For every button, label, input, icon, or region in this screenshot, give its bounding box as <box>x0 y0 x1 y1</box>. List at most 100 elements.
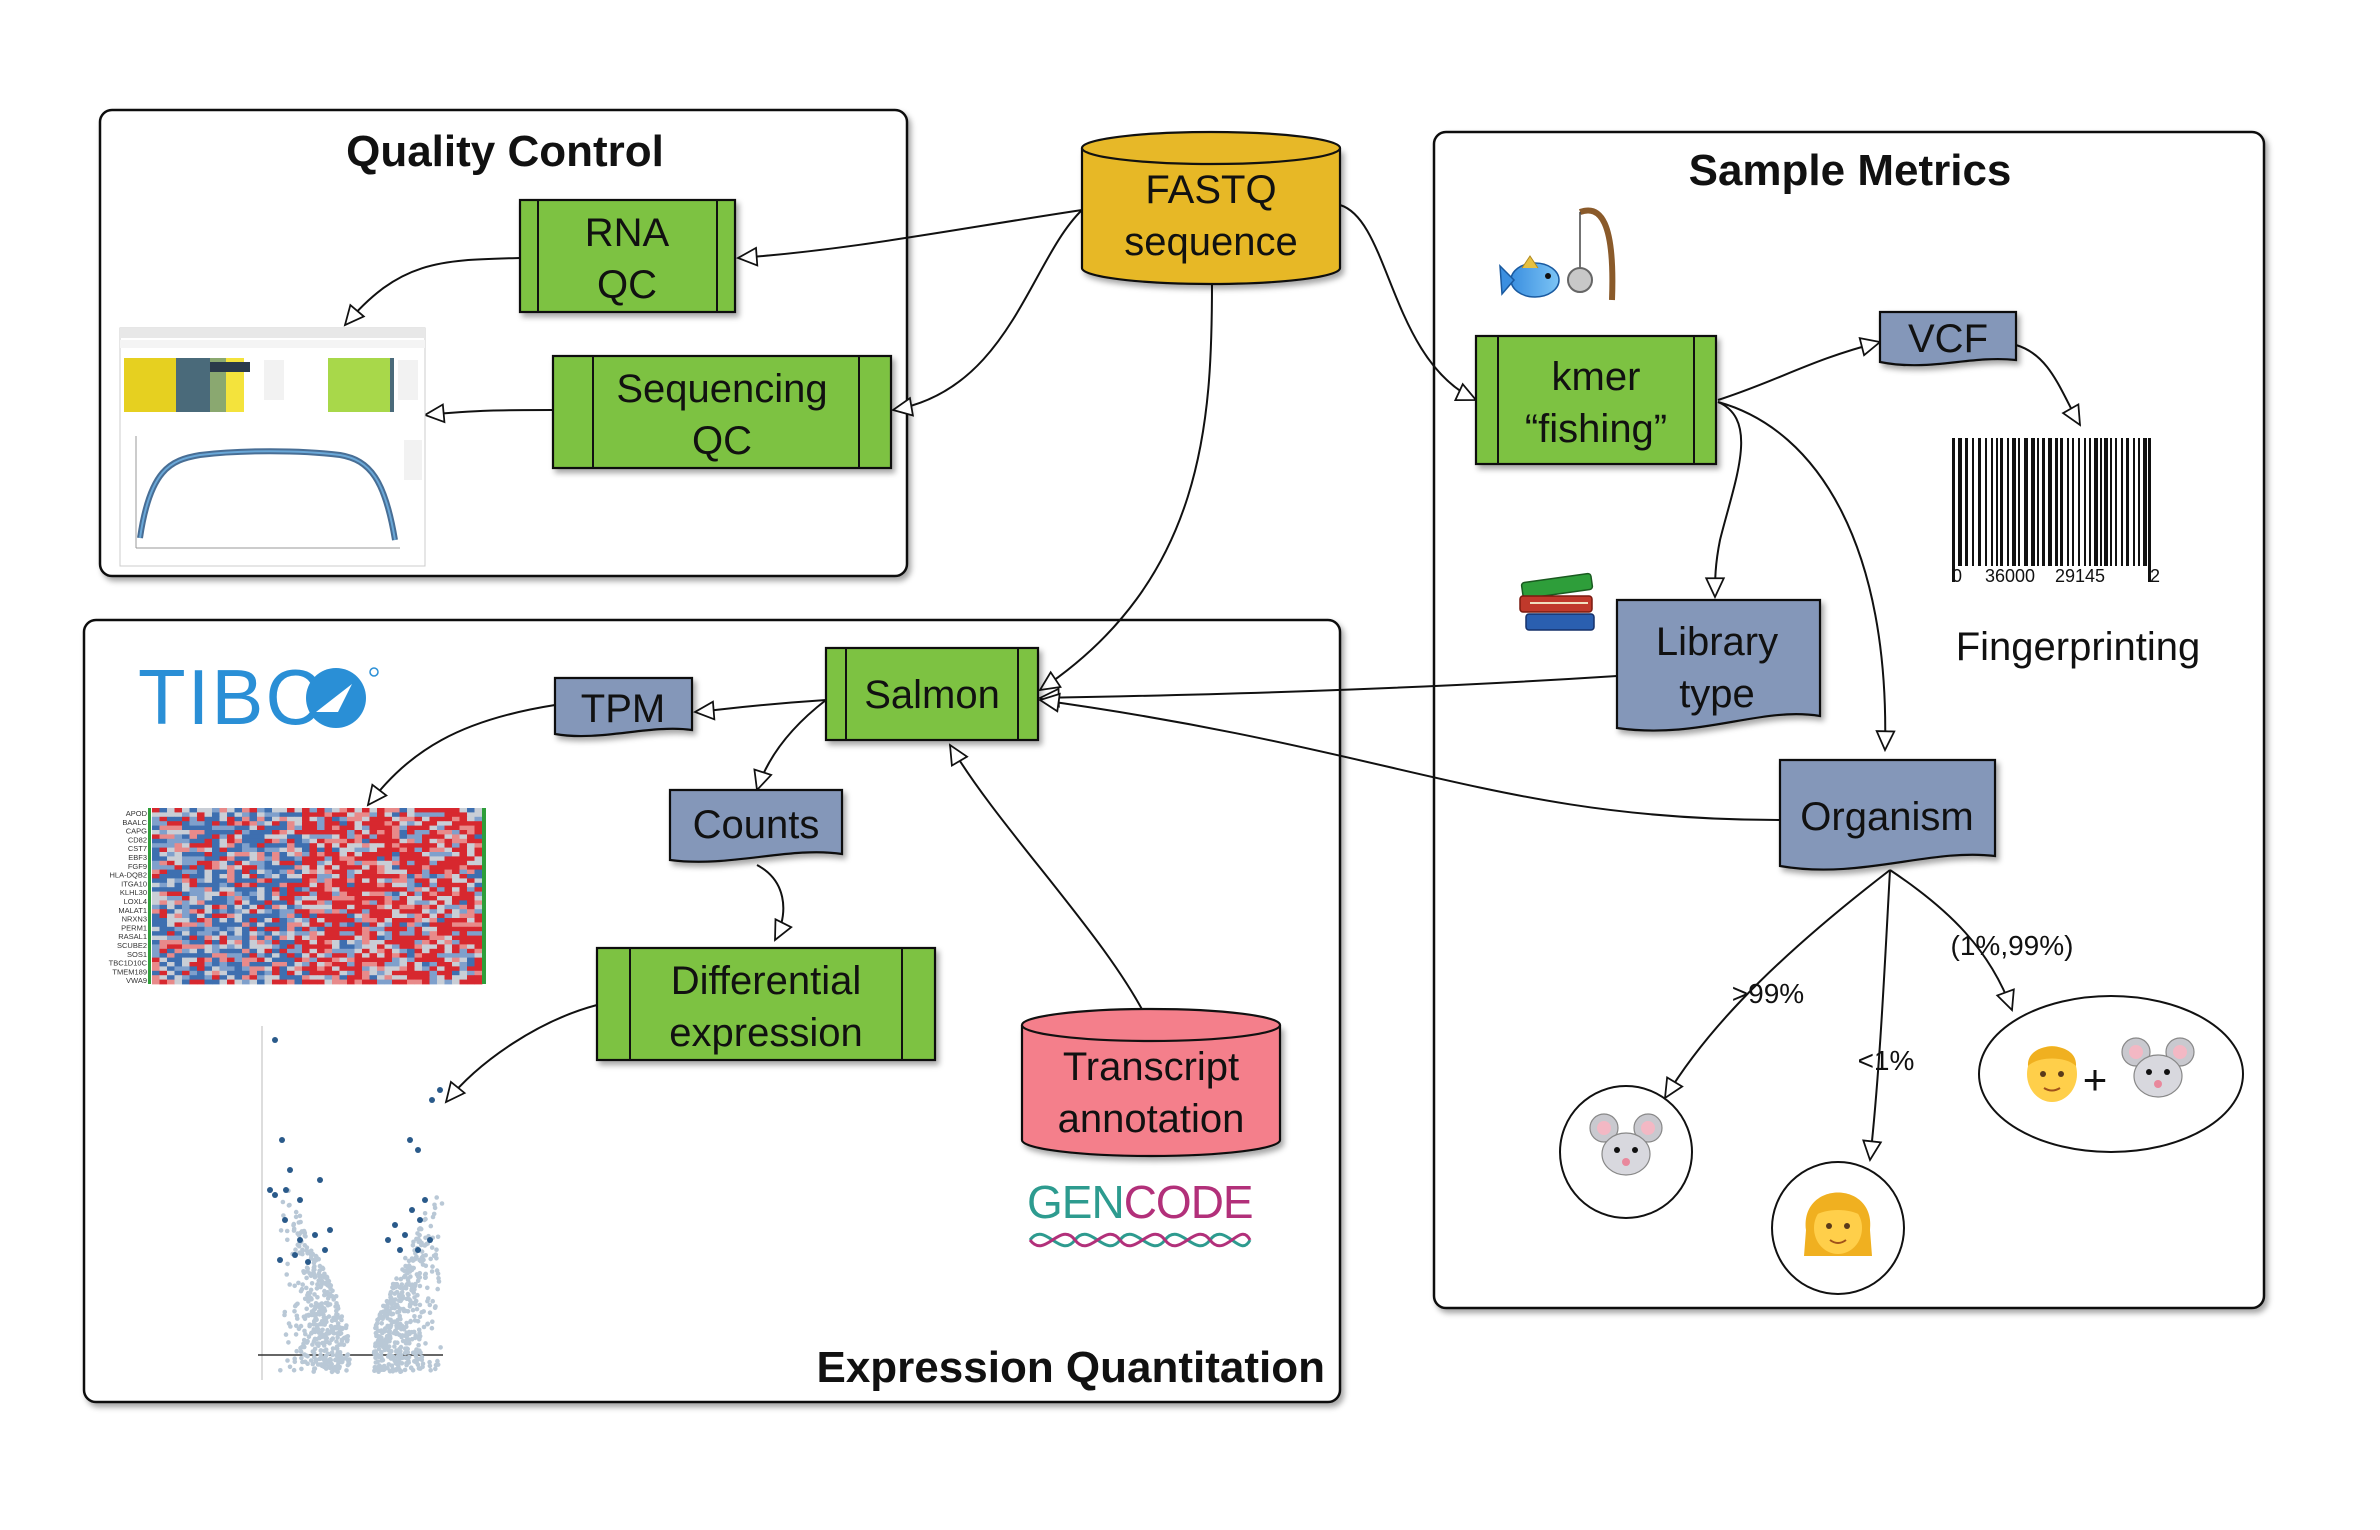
heatmap-cell <box>332 816 340 822</box>
volcano-point <box>373 1341 378 1347</box>
volcano-point <box>280 1199 286 1205</box>
heatmap-cell <box>204 966 213 972</box>
heatmap-cell <box>414 940 423 945</box>
heatmap-cell <box>429 962 438 967</box>
heatmap-cell <box>264 843 273 848</box>
heatmap-cell <box>257 808 265 813</box>
heatmap-cell <box>399 891 408 897</box>
heatmap-cell <box>257 962 265 967</box>
barcode-bar <box>2024 438 2028 566</box>
heatmap-cell <box>452 966 460 972</box>
heatmap-cell <box>467 843 475 848</box>
heatmap-cell <box>197 900 205 906</box>
heatmap-cell <box>234 816 243 822</box>
heatmap-cell <box>227 847 235 853</box>
heatmap-cell <box>279 838 288 844</box>
volcano-point <box>405 1276 411 1281</box>
heatmap-cell <box>324 940 333 945</box>
heatmap-cell <box>414 860 423 866</box>
heatmap-cell <box>189 838 198 844</box>
heatmap-cell <box>287 926 295 932</box>
heatmap-cell <box>452 896 460 901</box>
heatmap-cell <box>212 860 220 866</box>
man-face-icon <box>2027 1046 2077 1102</box>
heatmap-cell <box>429 830 438 835</box>
volcano-point <box>428 1256 434 1262</box>
heatmap-cell <box>219 909 228 914</box>
books-icon <box>1519 572 1595 631</box>
heatmap-cell <box>384 834 393 840</box>
heatmap-cell <box>444 909 453 914</box>
heatmap-cell <box>212 909 220 914</box>
heatmap-cell <box>392 940 400 945</box>
volcano-point <box>323 1354 328 1360</box>
heatmap-cell <box>182 847 190 853</box>
heatmap-cell <box>399 852 408 857</box>
tpm-node: TPM <box>553 676 694 738</box>
heatmap-cell <box>437 944 445 950</box>
heatmap-cell <box>339 812 348 818</box>
heatmap-cell <box>369 852 378 857</box>
heatmap-cell <box>362 904 370 910</box>
heatmap-cell <box>174 970 183 976</box>
barcode-bar <box>2084 438 2086 566</box>
edge-vcf-barcode <box>2015 344 2082 427</box>
heatmap-cell <box>294 843 303 848</box>
heatmap-cell <box>219 935 228 941</box>
heatmap-cell <box>369 891 378 897</box>
heatmap-cell <box>189 869 198 875</box>
heatmap-cell <box>332 896 340 901</box>
heatmap-cell <box>302 926 310 932</box>
heatmap-cell <box>159 838 168 844</box>
heatmap-cell <box>279 830 288 835</box>
heatmap-cell <box>332 852 340 857</box>
heatmap-cell <box>399 838 408 844</box>
heatmap-cell <box>309 816 318 822</box>
heatmap-cell <box>332 825 340 831</box>
heatmap-cell <box>189 821 198 826</box>
heatmap-cell <box>257 913 265 919</box>
range-label: (1%,99%) <box>1951 930 2074 961</box>
heatmap-cell <box>317 808 325 813</box>
heatmap-cell <box>362 847 370 853</box>
heatmap-cell <box>407 812 415 818</box>
heatmap-cell <box>467 918 475 923</box>
heatmap-cell <box>377 948 385 954</box>
heatmap-cell <box>407 935 415 941</box>
heatmap-cell <box>459 878 468 884</box>
heatmap-cell <box>302 874 310 879</box>
heatmap-cell <box>249 856 258 862</box>
volcano-point <box>428 1368 434 1373</box>
heatmap-cell <box>414 957 423 963</box>
heatmap-cell <box>407 874 415 879</box>
heatmap-cell <box>182 904 190 910</box>
heatmap-cell <box>212 874 220 879</box>
heatmap-cell <box>444 812 453 818</box>
heatmap-cell <box>287 808 295 813</box>
heatmap-cell <box>429 825 438 831</box>
heatmap-cell <box>294 882 303 888</box>
heatmap-cell <box>452 882 460 888</box>
heatmap-cell <box>369 926 378 932</box>
heatmap-cell <box>219 891 228 897</box>
heatmap-cell <box>219 918 228 923</box>
heatmap-cell <box>407 913 415 919</box>
volcano-point <box>387 1331 393 1336</box>
heatmap-cell <box>272 882 280 888</box>
heatmap-gene-label: BAALC <box>122 818 147 827</box>
heatmap-cell <box>354 975 363 980</box>
heatmap-cell <box>452 843 460 848</box>
heatmap-cell <box>362 852 370 857</box>
heatmap-cell <box>467 812 475 818</box>
heatmap-cell <box>377 962 385 967</box>
heatmap-cell <box>287 970 295 976</box>
volcano-point <box>373 1355 378 1360</box>
heatmap-cell <box>384 878 393 884</box>
volcano-point <box>435 1362 441 1367</box>
barcode-bar <box>2100 438 2102 566</box>
heatmap-cell <box>459 918 468 923</box>
heatmap-cell <box>234 900 243 906</box>
heatmap-cell <box>159 816 168 822</box>
heatmap-cell <box>422 860 430 866</box>
barcode-bar <box>2089 438 2091 566</box>
